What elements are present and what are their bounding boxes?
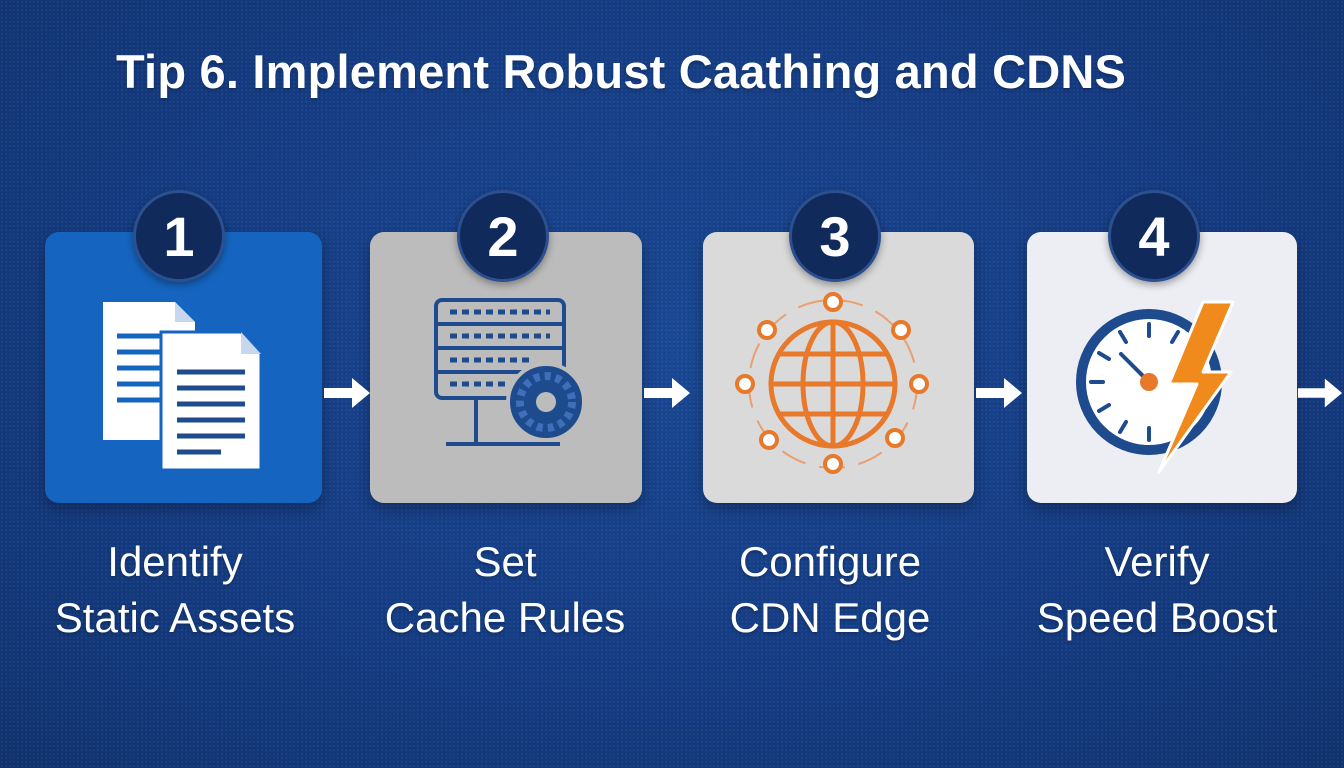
step-1-label-line2: Static Assets [54,594,296,641]
step-3-label: Configure CDN Edge [670,534,990,646]
step-2-label-line1: Set [473,538,537,585]
step-4-label: Verify Speed Boost [997,534,1317,646]
step-2-label-line2: Cache Rules [384,594,626,641]
arrow-right-icon [976,378,1022,408]
step-1-label-line1: Identify [107,538,243,585]
documents-icon [103,302,263,472]
step-2-card [370,232,642,503]
step-1-badge: 1 [133,190,225,282]
step-4-badge: 4 [1108,190,1200,282]
step-2-badge: 2 [457,190,549,282]
step-3-badge: 3 [789,190,881,282]
page-title: Tip 6. Implement Robust Caathing and CDN… [116,45,1127,98]
step-3-label-line2: CDN Edge [729,594,931,641]
step-1-label: Identify Static Assets [15,534,335,646]
step-4-label-line2: Speed Boost [1036,594,1278,641]
step-3-label-line1: Configure [738,538,922,585]
arrow-right-icon [1297,378,1343,408]
globe-network-icon [735,292,929,474]
step-2-label: Set Cache Rules [345,534,665,646]
speed-gauge-icon [1076,300,1235,474]
server-cache-icon [434,298,586,446]
step-4-label-line1: Verify [1104,538,1210,585]
arrow-right-icon [644,378,690,408]
arrow-right-icon [324,378,370,408]
